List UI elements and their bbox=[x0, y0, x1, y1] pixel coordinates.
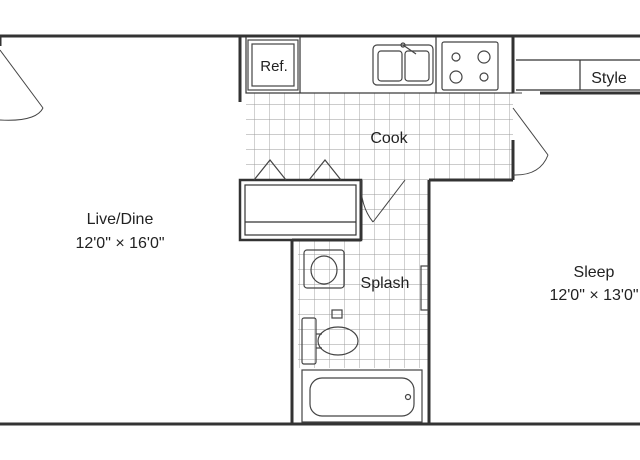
bathroom-sink-icon bbox=[303, 249, 345, 289]
closet-door-icon bbox=[253, 159, 342, 181]
room-label-splash: Splash bbox=[361, 275, 410, 292]
stove-icon bbox=[441, 41, 499, 91]
room-label-ref: Ref. bbox=[260, 58, 288, 75]
toilet-icon bbox=[301, 309, 359, 365]
room-label-sleep: Sleep bbox=[574, 264, 615, 281]
room-label-style: Style bbox=[591, 70, 627, 87]
bath-tile-floor bbox=[298, 240, 429, 368]
refrigerator-icon bbox=[247, 39, 299, 91]
bathtub-icon bbox=[301, 369, 423, 423]
kitchen-tile-floor bbox=[246, 93, 513, 240]
room-size-live-dine: 12'0" × 16'0" bbox=[75, 235, 164, 252]
counter-outline bbox=[245, 35, 514, 94]
room-size-sleep: 12'0" × 13'0" bbox=[549, 287, 638, 304]
door-swing-icon bbox=[0, 49, 549, 223]
room-label-live-dine: Live/Dine bbox=[87, 211, 154, 228]
room-label-cook: Cook bbox=[370, 130, 408, 147]
kitchen-sink-icon bbox=[372, 42, 434, 86]
closet bbox=[238, 178, 363, 242]
towel-bar bbox=[420, 265, 429, 311]
